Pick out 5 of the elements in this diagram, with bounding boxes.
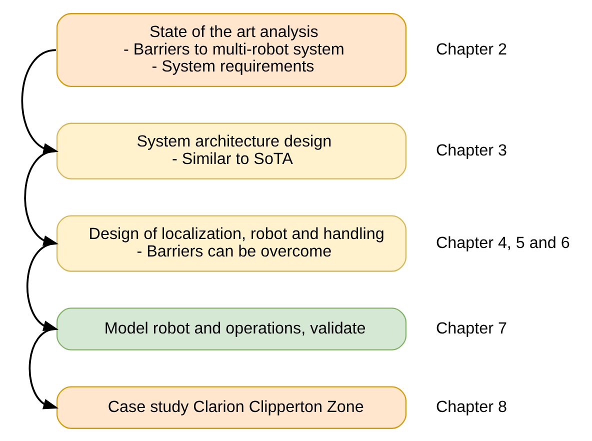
node-label: Chapter 2 (436, 40, 507, 58)
node-label: Chapter 3 (436, 140, 507, 159)
node-label: Chapter 4, 5 and 6 (436, 233, 570, 252)
node-label: Chapter 7 (436, 318, 507, 337)
node-label: Chapter 8 (436, 397, 507, 416)
